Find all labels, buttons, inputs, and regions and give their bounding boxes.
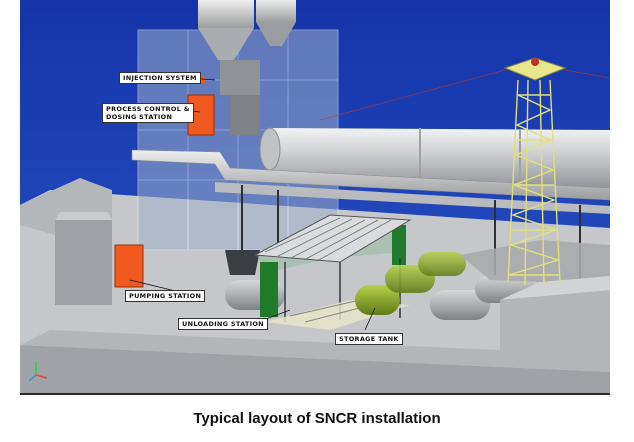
storage-tanks <box>355 252 466 315</box>
pumping-station-unit <box>114 244 144 288</box>
label-storage-tank: Storage Tank <box>335 333 403 345</box>
cyclone-preheater <box>198 0 296 135</box>
label-injection-system: Injection System <box>119 72 201 84</box>
lattice-tower <box>507 79 561 286</box>
figure-caption: Typical layout of SNCR installation <box>193 410 441 427</box>
sncr-layout-diagram: Injection System Process Control & Dosin… <box>20 0 610 395</box>
label-pumping-station: Pumping Station <box>125 290 206 302</box>
label-process-control-line2: Dosing Station <box>106 113 173 121</box>
axis-triad-icon <box>28 362 48 382</box>
auxiliary-building-left <box>20 178 112 305</box>
auxiliary-building-right <box>460 240 610 360</box>
tower-platform <box>503 57 567 81</box>
label-process-control-line1: Process Control & <box>106 105 190 113</box>
label-unloading-station: Unloading Station <box>178 318 268 330</box>
label-process-control-dosing: Process Control & Dosing Station <box>102 103 194 123</box>
